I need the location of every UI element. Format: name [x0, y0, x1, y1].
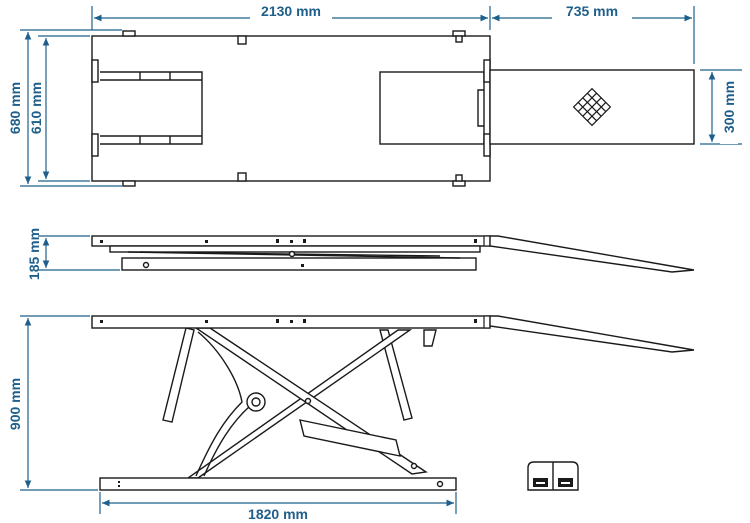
- tab: [455, 174, 463, 182]
- dim-top-width-outer: 680 mm: [7, 29, 122, 187]
- tab: [452, 30, 466, 37]
- crosshatch-grip-icon: [572, 87, 612, 127]
- leg: [162, 327, 195, 423]
- tab: [237, 35, 247, 45]
- frame: [109, 245, 481, 253]
- clamp: [483, 59, 491, 83]
- tab: [122, 30, 136, 37]
- scissor-arm-a: [185, 329, 413, 479]
- base-lowered: [121, 257, 477, 271]
- top-view: 2130 mm 735 mm 680 mm 610 mm: [7, 3, 742, 187]
- bracket: [423, 329, 437, 347]
- front-wheel-cutout: [100, 71, 203, 145]
- tab: [122, 180, 136, 187]
- dim-lowered-height: 185 mm: [26, 228, 120, 280]
- dim-top-width-inner: 610 mm: [28, 35, 90, 182]
- dim-raised-height-label: 900 mm: [7, 378, 23, 430]
- dim-lowered-height-label: 185 mm: [26, 228, 42, 280]
- dim-ramp-length: 735 mm: [492, 3, 695, 64]
- dim-top-length: 2130 mm: [91, 3, 491, 30]
- foot-pedal-icon: [527, 461, 579, 491]
- dim-raised-height: 900 mm: [6, 315, 98, 491]
- dim-top-width-outer-label: 680 mm: [7, 82, 23, 134]
- side-view-lowered: 185 mm: [26, 228, 695, 280]
- dim-ramp-length-label: 735 mm: [566, 3, 618, 19]
- hydraulic-cylinder: [195, 331, 243, 477]
- tab: [452, 180, 466, 187]
- tab: [455, 35, 463, 43]
- dim-base-length: 1820 mm: [99, 492, 457, 522]
- strut: [299, 419, 401, 457]
- ramp-side-raised: [489, 315, 695, 353]
- rear-wheel-cutout: [379, 71, 485, 145]
- clamp: [91, 133, 99, 157]
- dim-ramp-width-label: 300 mm: [721, 81, 737, 133]
- dim-base-length-label: 1820 mm: [248, 506, 308, 522]
- tab: [237, 172, 247, 182]
- dim-ramp-width: 300 mm: [700, 69, 742, 145]
- clamp: [483, 133, 491, 157]
- clamp: [91, 59, 99, 83]
- ramp-side-lowered: [489, 235, 695, 273]
- side-view-raised: 900 mm 1820 mm: [6, 315, 695, 522]
- dim-top-length-label: 2130 mm: [261, 3, 321, 19]
- leg: [379, 329, 413, 421]
- dim-top-width-inner-label: 610 mm: [28, 82, 44, 134]
- base-frame: [99, 477, 457, 491]
